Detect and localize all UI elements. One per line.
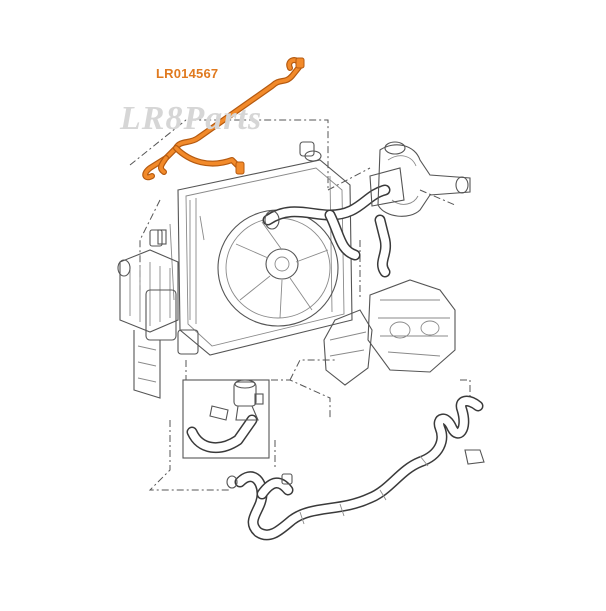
highlighted-expansion-hose xyxy=(142,57,305,181)
coolant-pump-module xyxy=(117,229,199,399)
radiator-fan-assembly xyxy=(157,141,353,356)
part-number-label: LR014567 xyxy=(156,66,219,81)
engine-block xyxy=(323,279,456,386)
thermostat-inset xyxy=(182,379,270,459)
lower-coolant-hose xyxy=(226,395,485,541)
upper-hose-connectors xyxy=(262,141,471,278)
watermark-logo: LR8Parts xyxy=(120,100,263,137)
assembly-guide-lines xyxy=(129,119,471,491)
